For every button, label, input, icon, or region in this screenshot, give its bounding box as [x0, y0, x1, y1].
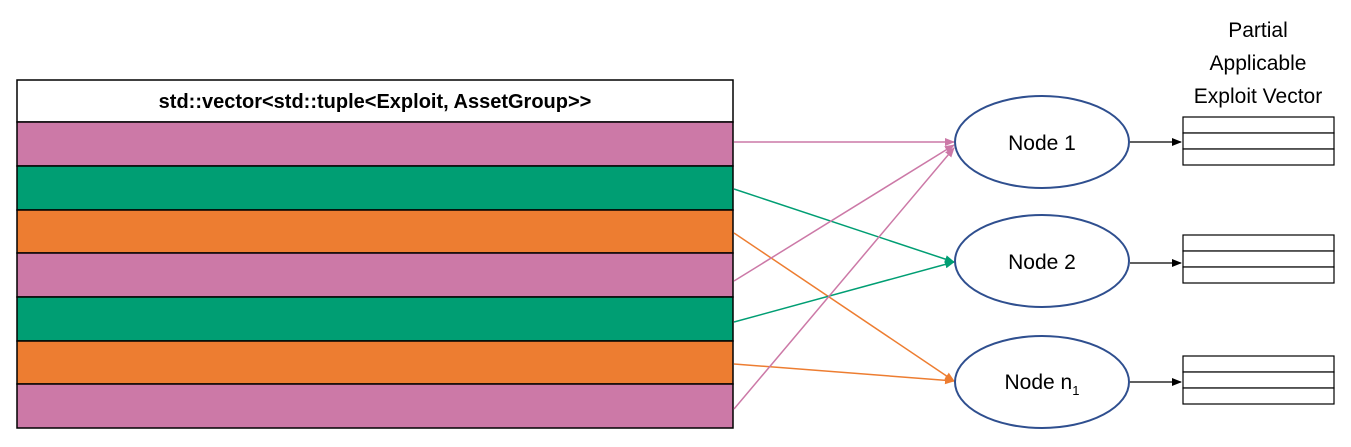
partial-vector-n-cell-3: [1182, 387, 1335, 405]
partial-vector-n-cell-1: [1182, 355, 1335, 373]
partial-vector-1-cell-2: [1182, 132, 1335, 150]
partial-vector-2-cell-1: [1182, 234, 1335, 252]
arrow-row5-node2: [733, 260, 955, 323]
arrow-row2-node2: [733, 188, 955, 263]
arrow-row7-node1: [733, 147, 955, 410]
vector-table-header-text: std::vector<std::tuple<Exploit, AssetGro…: [159, 91, 592, 113]
caption-line-3: Exploit Vector: [1194, 85, 1322, 108]
node-1-ellipse: [954, 95, 1130, 189]
node-2-label: Node 2: [1008, 251, 1076, 274]
node-1-label: Node 1: [1008, 132, 1076, 155]
vector-row-5: [16, 296, 734, 342]
partial-vector-2: [1182, 234, 1335, 284]
output-arrows: [1130, 138, 1182, 386]
vector-table-header: [16, 79, 734, 123]
partial-vector-1: [1182, 116, 1335, 166]
node-n-subscript: 1: [1072, 383, 1079, 398]
vector-row-3: [16, 209, 734, 254]
arrow-row4-node1: [733, 144, 955, 282]
vector-row-7: [16, 383, 734, 429]
vector-row-1: [16, 121, 734, 167]
node-2-ellipse: [954, 214, 1130, 308]
distribution-arrows: [733, 138, 955, 410]
node-n-label: Node n1: [1005, 371, 1080, 398]
partial-vector-1-cell-3: [1182, 148, 1335, 166]
node-1: Node 1: [954, 95, 1130, 189]
node-n-ellipse: [954, 335, 1130, 429]
partial-vector-n-cell-2: [1182, 371, 1335, 389]
partial-vector-1-cell-1: [1182, 116, 1335, 134]
arrow-row6-noden: [733, 363, 955, 385]
caption-line-1: Partial: [1228, 19, 1288, 42]
vector-row-6: [16, 340, 734, 385]
partial-vector-2-cell-2: [1182, 250, 1335, 268]
vector-row-4: [16, 252, 734, 298]
vector-row-2: [16, 165, 734, 211]
arrow-row3-noden: [733, 232, 955, 382]
node-2: Node 2: [954, 214, 1130, 308]
partial-vector-n: [1182, 355, 1335, 405]
vector-table: std::vector<std::tuple<Exploit, AssetGro…: [16, 79, 734, 429]
node-n: Node n1: [954, 335, 1130, 429]
partial-vector-2-cell-3: [1182, 266, 1335, 284]
caption-line-2: Applicable: [1210, 52, 1307, 75]
partial-vector-caption: Partial Applicable Exploit Vector: [1194, 19, 1322, 108]
